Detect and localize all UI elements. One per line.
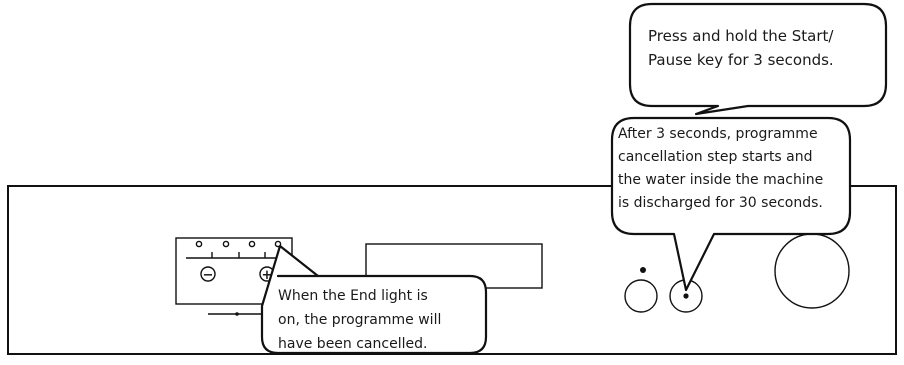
- callout-middle-line-1: After 3 seconds, programme: [618, 126, 818, 142]
- callout-bottom-line-3: have been cancelled.: [278, 336, 427, 352]
- callout-top-line-2: Pause key for 3 seconds.: [648, 51, 834, 69]
- callout-bottom-line-2: on, the programme will: [278, 312, 441, 328]
- callout-bottom-line-1: When the End light is: [278, 288, 428, 304]
- callout-middle-line-3: the water inside the machine: [618, 172, 823, 188]
- indicator-light-2: [222, 240, 230, 248]
- module-base-dot: [235, 312, 239, 316]
- small-knob[interactable]: [624, 279, 658, 313]
- end-indicator-light: [274, 240, 282, 248]
- start-pause-key-center: [683, 293, 689, 299]
- indicator-light-1: [195, 240, 203, 248]
- callout-top: Press and hold the Start/ Pause key for …: [628, 2, 888, 116]
- plus-icon: +: [262, 268, 273, 283]
- minus-button-ring: [200, 266, 216, 282]
- callout-top-shape: [628, 2, 888, 116]
- callout-middle-shape: [610, 116, 852, 292]
- start-pause-indicator-dot: [640, 267, 646, 273]
- indicator-light-3: [248, 240, 256, 248]
- callout-top-line-1: Press and hold the Start/: [648, 27, 834, 45]
- minus-icon: −: [203, 268, 214, 283]
- callout-middle: After 3 seconds, programme cancellation …: [610, 116, 852, 292]
- indicator-module: − +: [175, 237, 293, 316]
- callout-middle-line-2: cancellation step starts and: [618, 149, 813, 165]
- minus-button[interactable]: −: [200, 266, 216, 283]
- programme-selector-knob[interactable]: [774, 233, 850, 309]
- callout-middle-line-4: is discharged for 30 seconds.: [618, 195, 823, 211]
- callout-bottom: When the End light is on, the programme …: [260, 244, 488, 355]
- callout-bottom-shape: [260, 244, 488, 355]
